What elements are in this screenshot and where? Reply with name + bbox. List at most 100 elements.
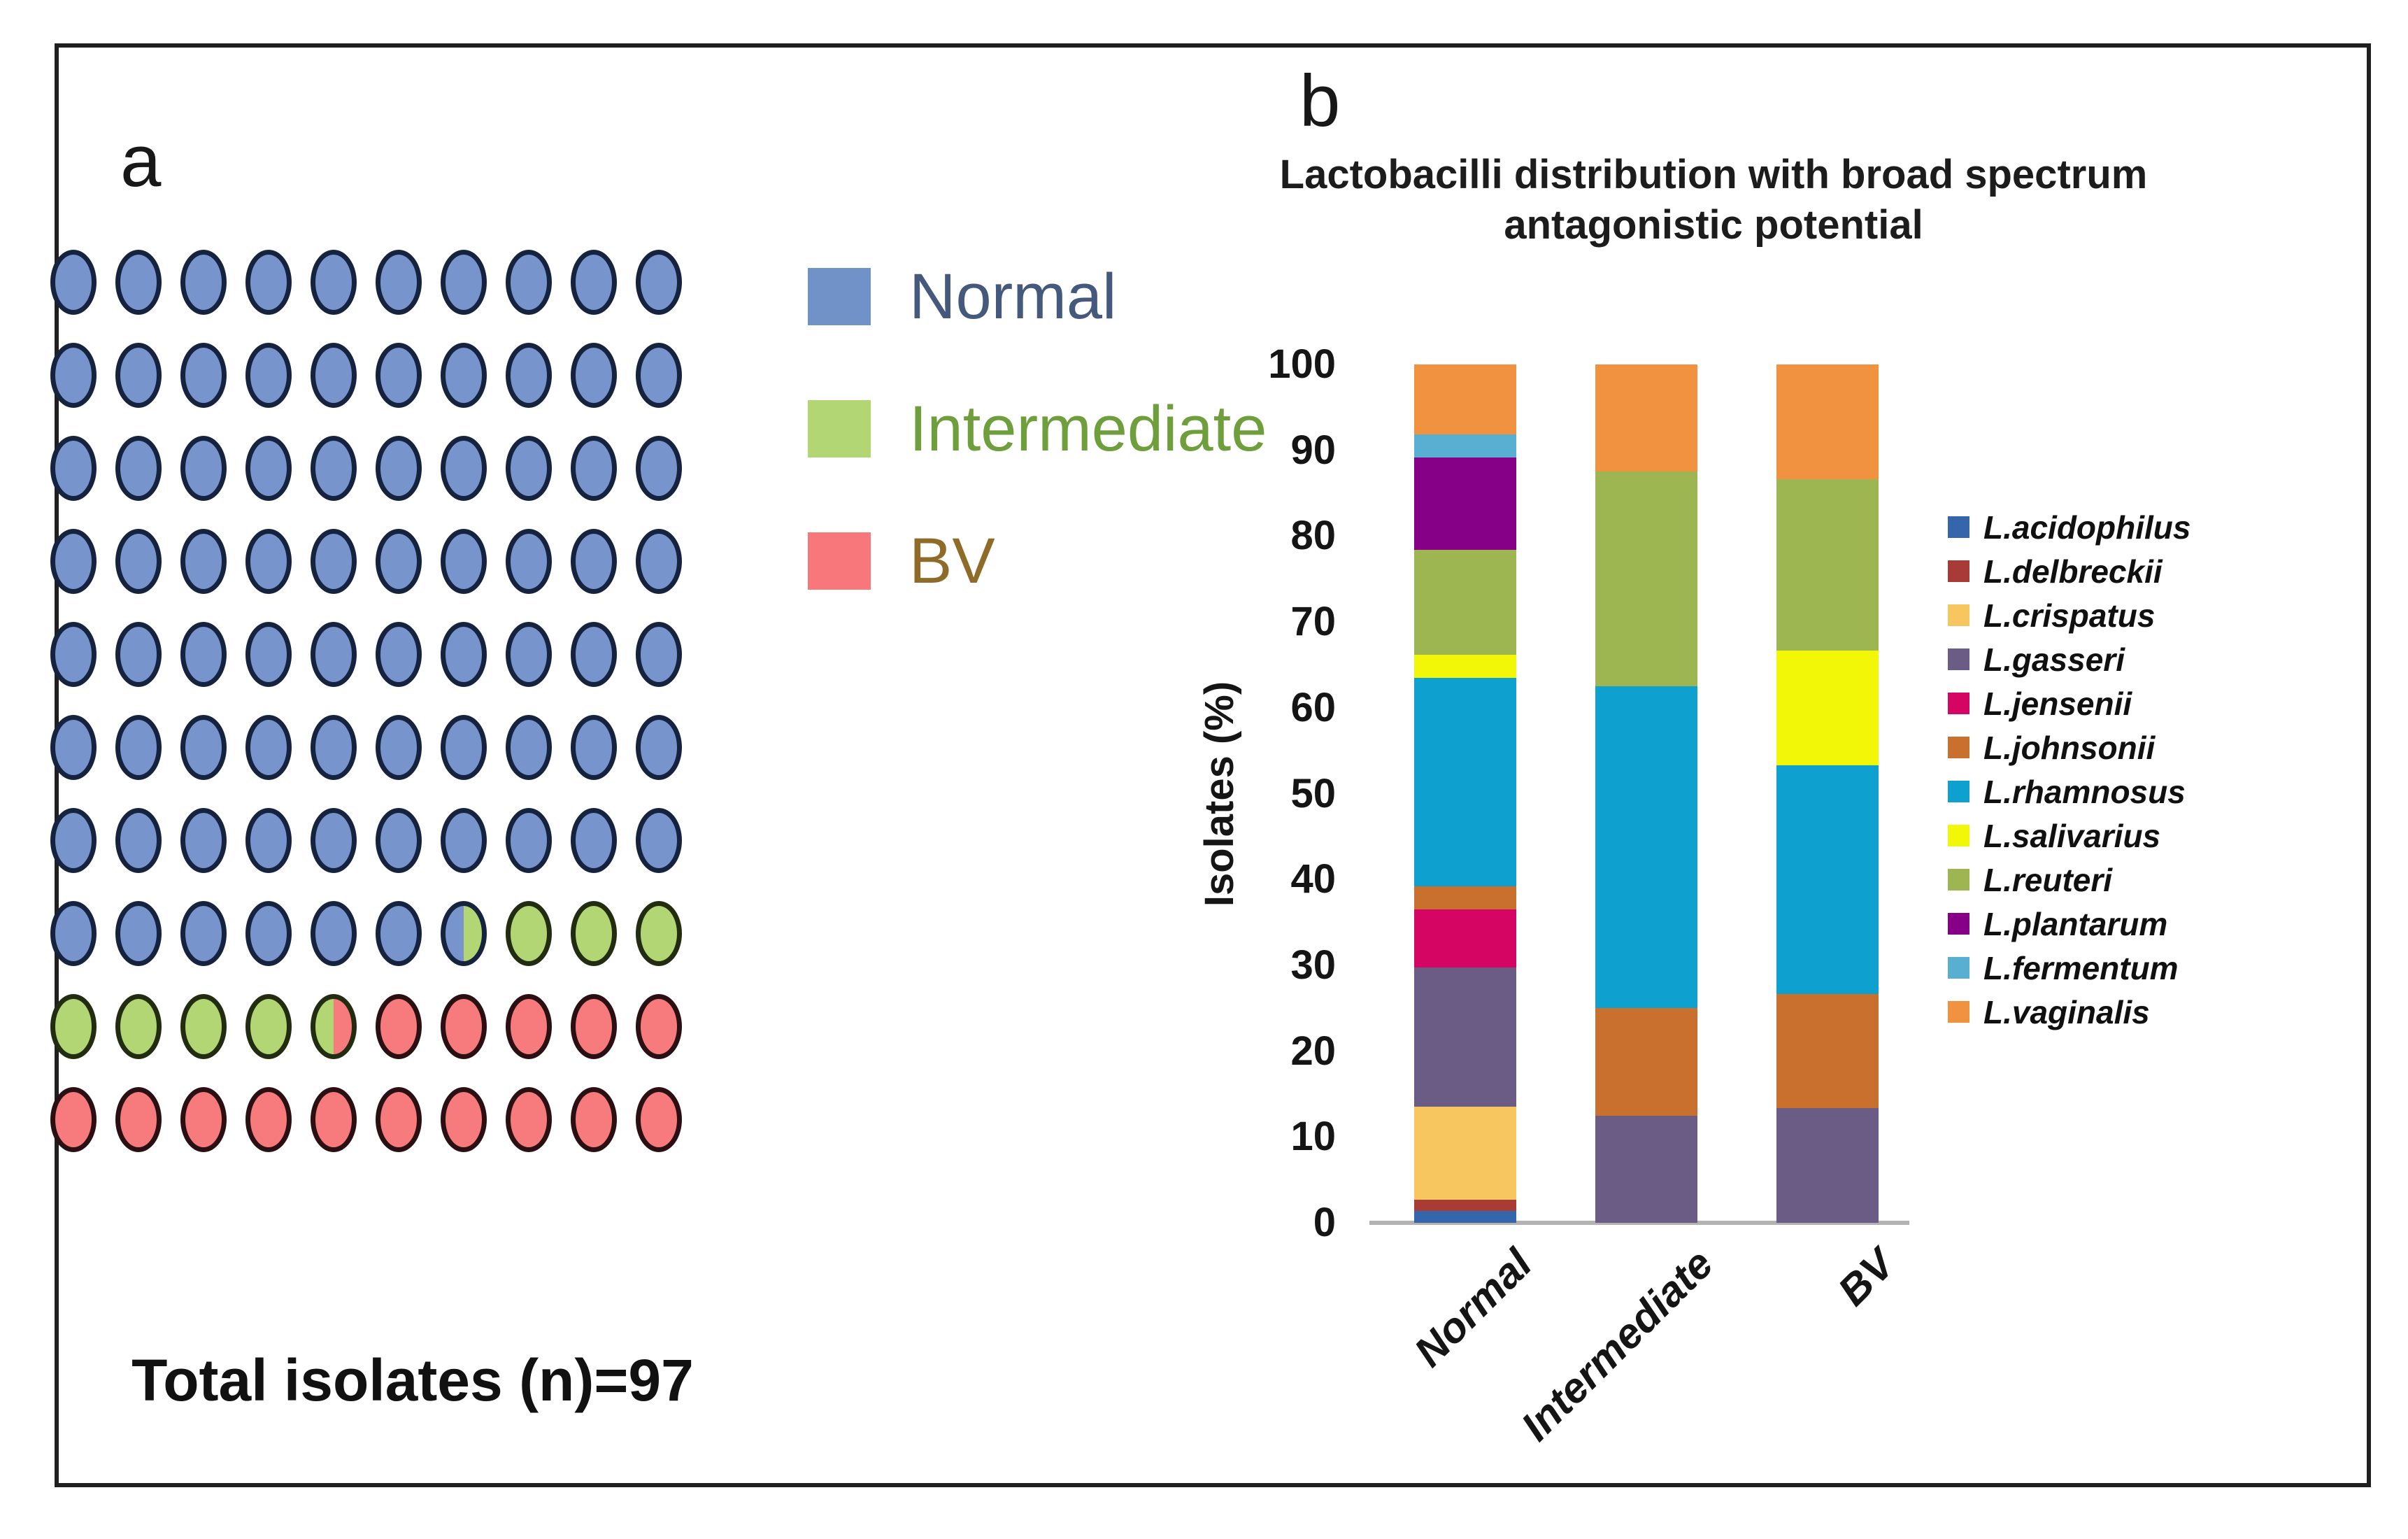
legend-swatch bbox=[1948, 869, 1969, 891]
species-legend-item: L.rhamnosus bbox=[1948, 770, 2190, 814]
species-legend-item: L.johnsonii bbox=[1948, 725, 2190, 770]
waffle-circle bbox=[376, 808, 422, 873]
legend-label: L.reuteri bbox=[1983, 861, 2113, 898]
bar-segment-l-johnsonii bbox=[1414, 886, 1516, 910]
waffle-circle bbox=[311, 1087, 357, 1152]
waffle-circle bbox=[441, 1087, 487, 1152]
waffle-circle bbox=[180, 343, 227, 408]
waffle-circle bbox=[245, 808, 292, 873]
waffle-circle bbox=[180, 250, 227, 315]
waffle-circle bbox=[180, 1087, 227, 1152]
waffle-circle bbox=[441, 715, 487, 780]
stacked-bar-intermediate bbox=[1595, 364, 1697, 1223]
waffle-circle bbox=[571, 994, 617, 1059]
bar-segment-l-reuteri bbox=[1595, 471, 1697, 687]
waffle-circle bbox=[311, 436, 357, 501]
waffle-circle bbox=[636, 901, 682, 966]
y-tick-label: 40 bbox=[1290, 856, 1336, 902]
waffle-circle bbox=[115, 901, 162, 966]
legend-swatch bbox=[1948, 913, 1969, 935]
legend-label: L.jensenii bbox=[1983, 685, 2132, 722]
species-legend-item: L.gasseri bbox=[1948, 637, 2190, 681]
waffle-circle bbox=[50, 343, 97, 408]
bar-segment-l-rhamnosus bbox=[1414, 677, 1516, 887]
legend-swatch bbox=[808, 400, 871, 458]
waffle-circle bbox=[115, 1087, 162, 1152]
waffle-circle bbox=[376, 529, 422, 594]
bar-segment-l-vaginalis bbox=[1776, 364, 1879, 479]
stacked-bar-bv bbox=[1776, 364, 1879, 1223]
bar-segment-l-fermentum bbox=[1414, 434, 1516, 458]
x-axis-line bbox=[1369, 1221, 1909, 1225]
bar-segment-l-rhamnosus bbox=[1776, 765, 1879, 994]
waffle-circle bbox=[506, 529, 552, 594]
species-legend-item: L.delbreckii bbox=[1948, 549, 2190, 593]
legend-swatch bbox=[1948, 648, 1969, 670]
legend-swatch bbox=[1948, 957, 1969, 979]
bar-segment-l-gasseri bbox=[1776, 1108, 1879, 1223]
waffle-circle bbox=[245, 994, 292, 1059]
waffle-circle bbox=[571, 529, 617, 594]
waffle-circle bbox=[376, 436, 422, 501]
waffle-circle bbox=[245, 343, 292, 408]
waffle-circle bbox=[245, 715, 292, 780]
waffle-circle bbox=[571, 808, 617, 873]
waffle-circle bbox=[636, 622, 682, 687]
chart-title-line1: Lactobacilli distribution with broad spe… bbox=[1279, 152, 2148, 197]
waffle-circle bbox=[571, 901, 617, 966]
waffle-circle bbox=[506, 808, 552, 873]
waffle-circle bbox=[245, 529, 292, 594]
waffle-circle bbox=[571, 715, 617, 780]
waffle-circle bbox=[115, 715, 162, 780]
species-legend-item: L.acidophilus bbox=[1948, 505, 2190, 549]
bar-segment-l-gasseri bbox=[1414, 967, 1516, 1107]
stacked-bar-normal bbox=[1414, 364, 1516, 1223]
legend-swatch bbox=[808, 532, 871, 590]
waffle-circle bbox=[180, 622, 227, 687]
legend-label: L.delbreckii bbox=[1983, 553, 2163, 590]
waffle-circle bbox=[311, 808, 357, 873]
waffle-circle bbox=[115, 994, 162, 1059]
bar-segment-l-reuteri bbox=[1776, 478, 1879, 651]
waffle-circle bbox=[311, 343, 357, 408]
waffle-circle bbox=[50, 901, 97, 966]
legend-swatch bbox=[808, 268, 871, 325]
legend-swatch bbox=[1948, 604, 1969, 626]
bar-segment-l-reuteri bbox=[1414, 550, 1516, 655]
waffle-circle bbox=[506, 343, 552, 408]
y-tick-label: 60 bbox=[1290, 684, 1336, 730]
bar-segment-l-salivarius bbox=[1414, 654, 1516, 678]
legend-label: Intermediate bbox=[909, 393, 1267, 464]
waffle-circle bbox=[571, 622, 617, 687]
chart-title: Lactobacilli distribution with broad spe… bbox=[1259, 150, 2168, 250]
y-tick-label: 50 bbox=[1290, 770, 1336, 816]
y-tick-label: 30 bbox=[1290, 942, 1336, 988]
waffle-circle bbox=[636, 250, 682, 315]
waffle-circle bbox=[115, 250, 162, 315]
waffle-circle bbox=[376, 1087, 422, 1152]
y-tick-label: 90 bbox=[1290, 427, 1336, 473]
waffle-circle bbox=[311, 250, 357, 315]
legend-label: L.salivarius bbox=[1983, 817, 2161, 854]
waffle-circle bbox=[245, 901, 292, 966]
legend-swatch bbox=[1948, 516, 1969, 538]
waffle-circle bbox=[180, 715, 227, 780]
bar-segment-l-vaginalis bbox=[1414, 364, 1516, 434]
species-legend-item: L.crispatus bbox=[1948, 593, 2190, 637]
legend-label: Normal bbox=[909, 261, 1117, 332]
waffle-circle bbox=[180, 901, 227, 966]
bar-segment-l-gasseri bbox=[1595, 1115, 1697, 1223]
waffle-circle bbox=[180, 994, 227, 1059]
waffle-circle bbox=[441, 622, 487, 687]
waffle-circle bbox=[636, 715, 682, 780]
waffle-circle bbox=[376, 250, 422, 315]
y-tick-label: 70 bbox=[1290, 599, 1336, 645]
legend-swatch bbox=[1948, 781, 1969, 802]
waffle-circle bbox=[506, 901, 552, 966]
y-tick-label: 80 bbox=[1290, 513, 1336, 559]
waffle-circle bbox=[50, 808, 97, 873]
waffle-circle bbox=[506, 250, 552, 315]
waffle-circle bbox=[506, 622, 552, 687]
